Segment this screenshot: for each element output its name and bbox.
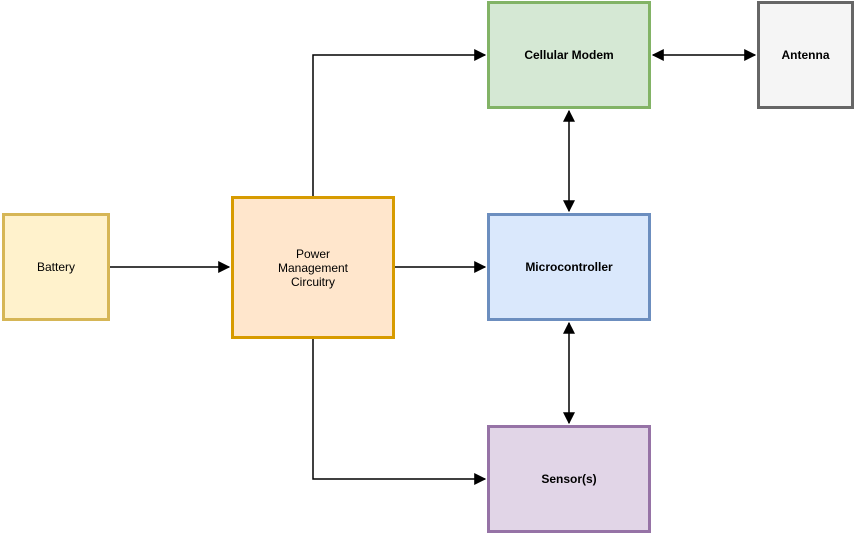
- sensor-label: Sensor(s): [541, 472, 597, 486]
- edge-power-modem: [312, 49, 487, 196]
- edge-power-sensor: [312, 339, 487, 485]
- sensor-node: Sensor(s): [487, 425, 651, 533]
- cellular-modem-node: Cellular Modem: [487, 1, 651, 109]
- power-management-label: Power Management Circuitry: [277, 246, 349, 289]
- battery-node: Battery: [2, 213, 110, 321]
- antenna-node: Antenna: [757, 1, 854, 109]
- microcontroller-label: Microcontroller: [525, 260, 613, 274]
- microcontroller-node: Microcontroller: [487, 213, 651, 321]
- cellular-modem-label: Cellular Modem: [524, 48, 614, 62]
- antenna-label: Antenna: [781, 48, 830, 62]
- battery-label: Battery: [36, 260, 75, 274]
- power-management-node: Power Management Circuitry: [231, 196, 395, 339]
